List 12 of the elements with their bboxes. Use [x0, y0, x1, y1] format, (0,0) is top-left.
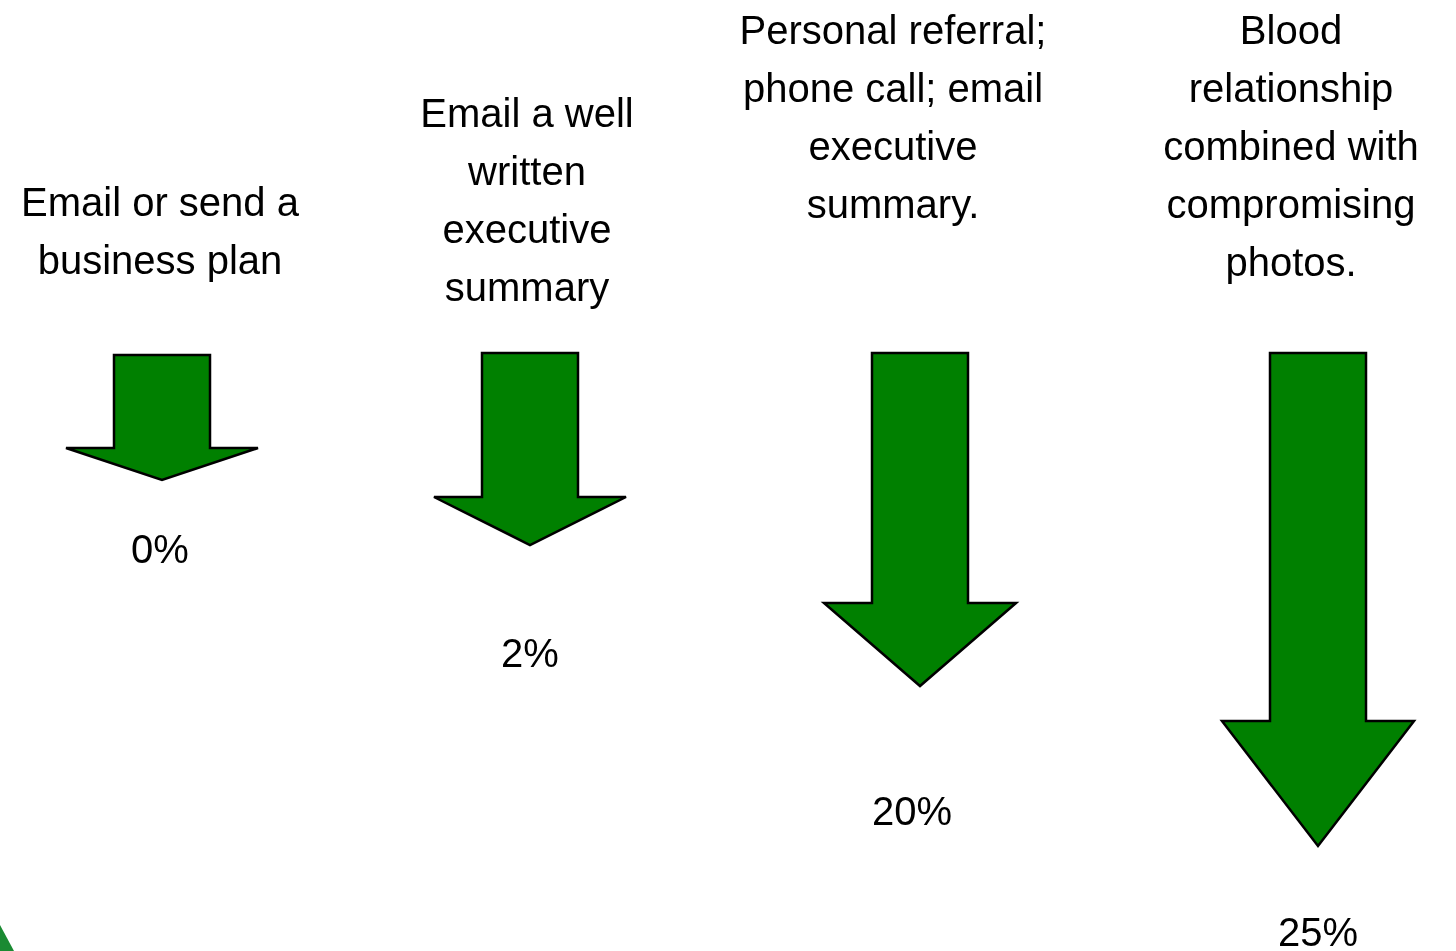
percentage-text: 2%	[470, 624, 590, 682]
method-text: Blood relationship combined with compromising photos.	[1136, 1, 1446, 291]
percentage-text: 25%	[1258, 903, 1378, 951]
method-text: Email a well written executive summary	[392, 84, 662, 316]
block-arrow	[432, 351, 628, 547]
block-arrow	[820, 351, 1020, 688]
percentage-text: 20%	[852, 782, 972, 840]
method-text: Email or send a business plan	[10, 173, 310, 289]
block-arrow	[64, 353, 260, 482]
method-text: Personal referral; phone call; email executive summary.	[730, 1, 1056, 233]
percentage-text: 0%	[100, 520, 220, 578]
block-arrow	[1219, 351, 1417, 849]
